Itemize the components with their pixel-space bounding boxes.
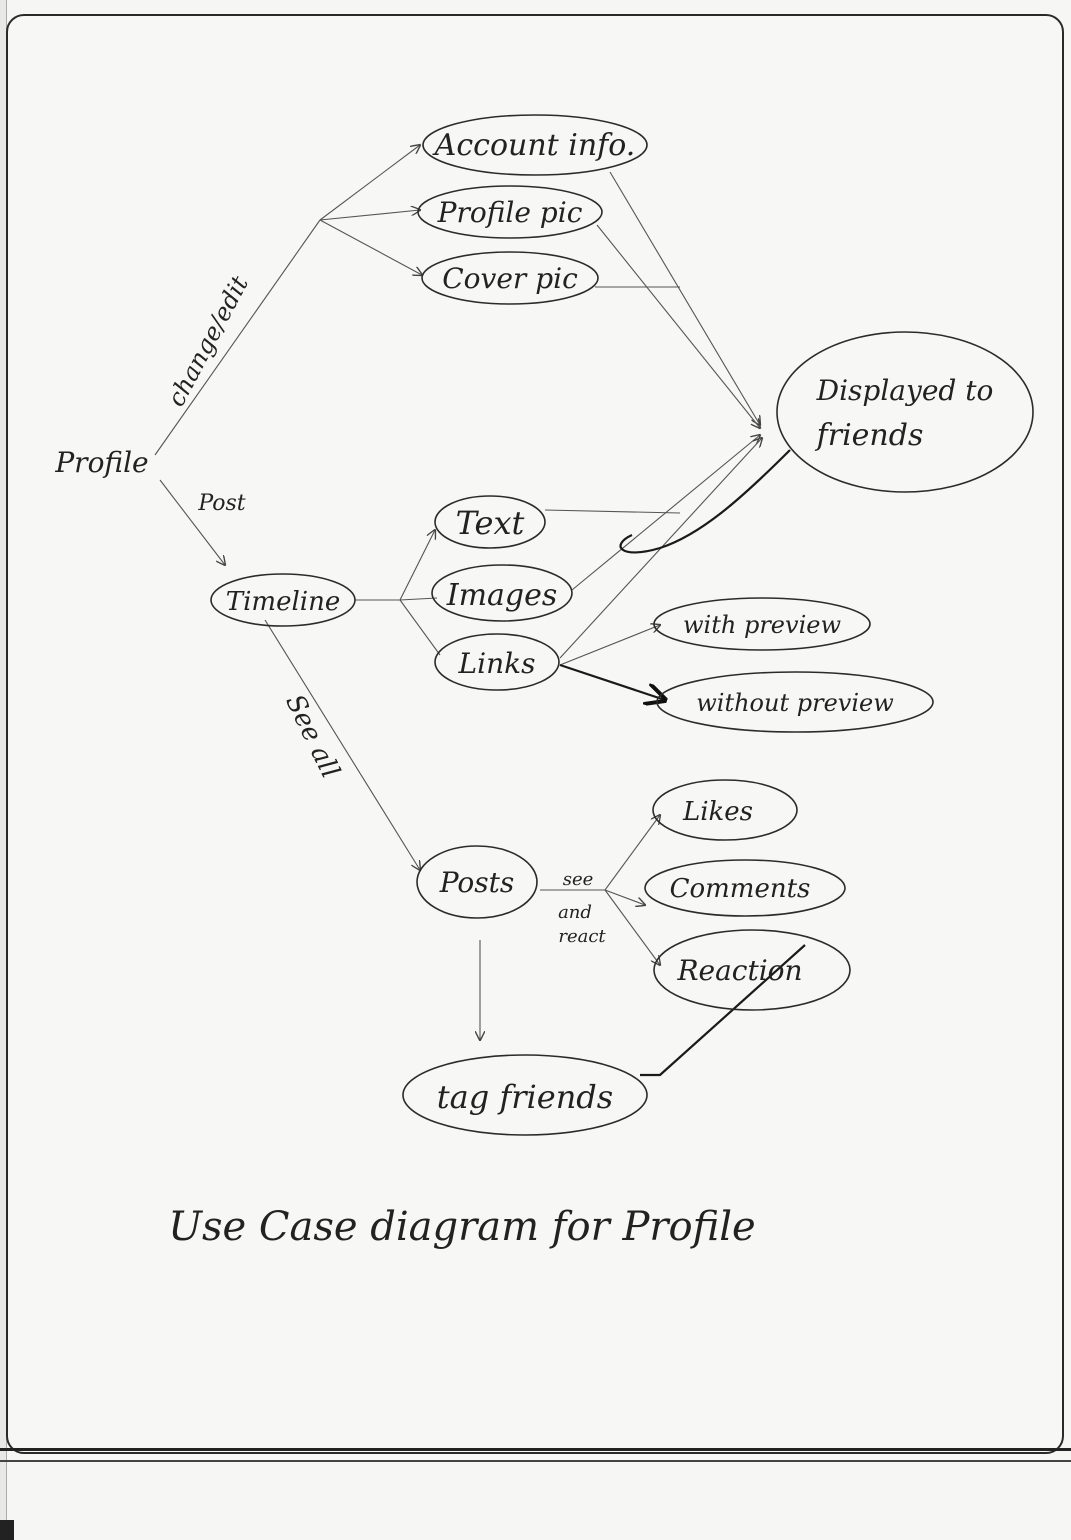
node-displayed-line2: friends [815,418,924,453]
node-timeline-label: Timeline [226,587,340,617]
edge-account-info-displayed [609,171,760,425]
edge-text-displayed [544,509,681,514]
page-bottom-edge [0,1448,1071,1462]
node-cover-pic-label: Cover pic [442,262,578,295]
node-reaction-label: Reaction [676,954,802,987]
node-profile-pic: Profile pic [417,185,603,239]
node-timeline: Timeline [210,573,356,627]
edge-hub-text [399,530,435,601]
node-displayed-to-friends: Displayed to friends [776,331,1034,493]
node-links-label: Links [458,647,536,680]
edge-hub-profile-pic [319,210,420,221]
diagram-caption: Use Case diagram for Profile [168,1204,755,1250]
node-posts: Posts [416,845,538,919]
node-images-label: Images [446,578,558,613]
page-corner [0,1520,14,1540]
node-links: Links [434,633,560,691]
edge-hub-account-info [319,145,420,221]
edge-hub-cover-pic [319,219,422,275]
node-tag-friends-label: tag friends [437,1078,613,1116]
edge-links-without-preview [559,663,665,700]
label-react: react [558,926,606,947]
edge-react-hub-reaction [604,889,660,965]
edge-links-with-preview [559,625,660,666]
node-text-label: Text [456,504,525,542]
node-account-info-label: Account info. [432,128,636,163]
node-displayed-line1: Displayed to [816,374,994,407]
edge-tag-friends-reaction [640,944,806,1077]
edge-profile-pic-displayed [596,224,760,428]
edge-react-hub-likes [604,815,660,891]
node-comments: Comments [644,859,846,917]
node-likes: Likes [652,779,798,841]
node-likes-label: Likes [682,797,753,827]
node-images: Images [431,564,573,622]
node-tag-friends: tag friends [402,1054,648,1136]
edge-dark-curve-displayed [619,449,791,554]
node-with-preview-label: with preview [683,611,841,639]
edge-timeline-to-posts [264,619,420,870]
node-posts-label: Posts [439,866,515,899]
node-account-info: Account info. [422,114,648,176]
node-text: Text [434,495,546,549]
node-without-preview-label: without preview [696,689,894,717]
node-profile: Profile [54,446,148,479]
node-reaction: Reaction [653,929,851,1011]
edge-profile-to-timeline [159,479,225,565]
label-and: and [558,902,592,923]
node-profile-pic-label: Profile pic [437,196,583,229]
edge-profile-to-edit-hub [154,219,321,456]
node-without-preview: without preview [656,671,934,733]
node-comments-label: Comments [670,874,811,904]
edge-react-hub-comments [604,889,645,905]
node-profile-label: Profile [54,446,148,479]
edge-hub-images [399,597,438,601]
edge-images-displayed [571,435,760,591]
edge-hub-links [399,599,441,656]
label-post: Post [197,491,245,516]
label-change-edit: change/edit [162,271,254,411]
label-see-all: See all [279,690,345,783]
node-with-preview: with preview [653,597,871,651]
paper-sheet [6,14,1064,1454]
node-cover-pic: Cover pic [421,251,599,305]
label-see: see [563,869,594,890]
